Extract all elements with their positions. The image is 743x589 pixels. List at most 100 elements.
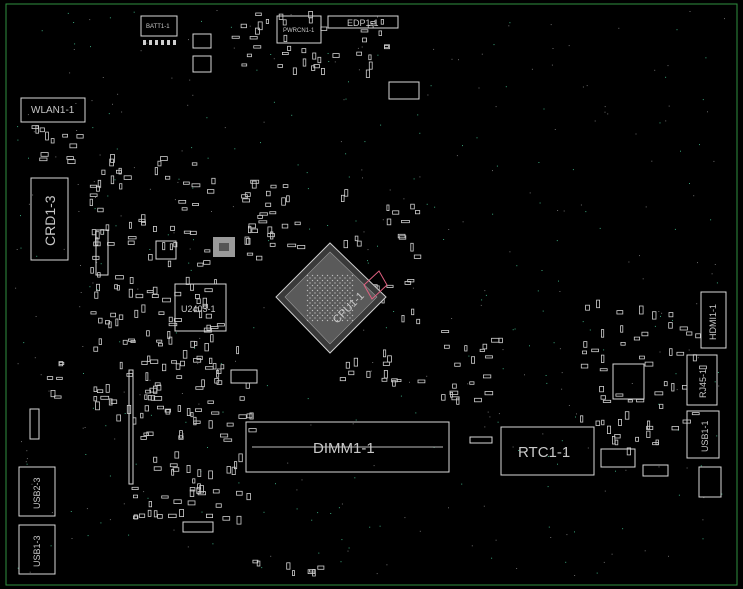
via [149,379,151,381]
connector-usb1-1[interactable]: USB1-1 [686,410,720,459]
cpu-ball [316,279,319,282]
connector-wlan[interactable]: WLAN1-1 [20,97,86,123]
cpu-ball [316,274,319,277]
via [17,139,19,141]
smd-footprint [153,510,158,518]
smd-footprint [216,370,220,378]
cpu-ball [321,304,324,307]
connector-small [698,466,722,498]
cpu-ball [329,307,331,309]
via [658,403,660,405]
card-reader[interactable]: CRD1-3 [30,177,69,261]
cpu-ball [306,319,309,322]
cpu-ball [341,289,344,292]
smd-footprint [176,375,183,379]
dimm-slot[interactable]: DIMM1-1 [245,421,450,473]
cpu-ball [341,274,344,277]
cpu-ball [329,297,331,299]
smd-footprint [50,138,55,144]
cpu-ball [334,282,336,284]
smd-footprint [614,433,621,439]
via [716,282,718,284]
cpu-ball [346,319,349,322]
component-label: PWRCN1-1 [283,28,315,34]
via [724,18,725,20]
cpu-ball [316,294,319,297]
cpu-ball [336,309,339,312]
smd-footprint [308,10,313,19]
connector-rj45[interactable]: RJ45-1 [686,354,718,406]
cpu-socket[interactable]: CPU1-1 [275,242,388,354]
via [668,105,670,107]
smd-footprint [417,379,426,384]
smd-footprint [317,56,322,64]
smd-footprint [151,294,159,298]
via [404,517,406,519]
via [524,374,525,376]
connector-edp[interactable]: EDP1-1 [327,15,399,29]
smd-footprint [396,378,402,382]
via [330,513,332,514]
smd-footprint [175,363,181,370]
smd-footprint [110,153,115,163]
smd-footprint [287,243,297,248]
via [114,438,116,440]
smd-footprint [141,214,146,223]
via [721,493,723,495]
connector-pwr[interactable]: PWRCN1-1 [276,15,322,44]
via [531,68,533,70]
cpu-ball [344,302,346,304]
via [287,462,289,464]
cpu-ball [331,319,334,322]
smd-footprint [491,337,500,343]
smd-footprint [482,374,492,379]
smd-footprint [199,485,204,494]
via [379,525,381,527]
smd-footprint [168,336,173,345]
cpu-ball [341,279,344,282]
via [485,294,487,296]
via [211,211,212,212]
via [639,255,640,257]
cpu-ball [351,289,354,292]
component-label: RTC1-1 [518,444,570,461]
smd-footprint [692,354,697,362]
via [558,280,559,282]
via [306,172,308,174]
smd-footprint [635,436,639,442]
connector-hdmi[interactable]: HDMI1-1 [700,291,727,349]
smd-footprint [204,249,211,253]
cpu-ball [336,304,339,307]
smd-footprint [255,12,262,16]
ic-u2403[interactable]: U2403-1 [174,283,227,332]
via [492,213,494,215]
cpu-ball [319,287,321,289]
smd-footprint [401,219,410,224]
smd-footprint [144,405,150,412]
via [497,421,499,423]
cpu-ball [339,317,341,319]
via [703,497,705,499]
smd-footprint [464,345,468,352]
smd-footprint [236,346,240,355]
via [644,550,646,552]
smd-footprint [356,240,362,247]
via [92,282,94,284]
smd-footprint [246,252,254,256]
rtc-battery[interactable]: RTC1-1 [500,426,595,476]
cpu-ball [336,279,339,282]
connector-batt[interactable]: BATT1-1 [140,15,178,45]
smd-footprint [607,425,612,435]
connector-usb1-3[interactable]: USB1-3 [18,524,56,575]
smd-footprint [180,360,185,367]
connector-usb2-3[interactable]: USB2-3 [18,466,56,517]
cpu-ball [306,284,309,287]
smd-footprint [452,383,457,389]
smd-footprint [244,192,251,197]
via [143,491,145,493]
via [361,169,363,171]
smd-footprint [380,19,384,25]
via [238,482,240,484]
via [28,203,30,205]
cpu-ball [326,279,329,282]
